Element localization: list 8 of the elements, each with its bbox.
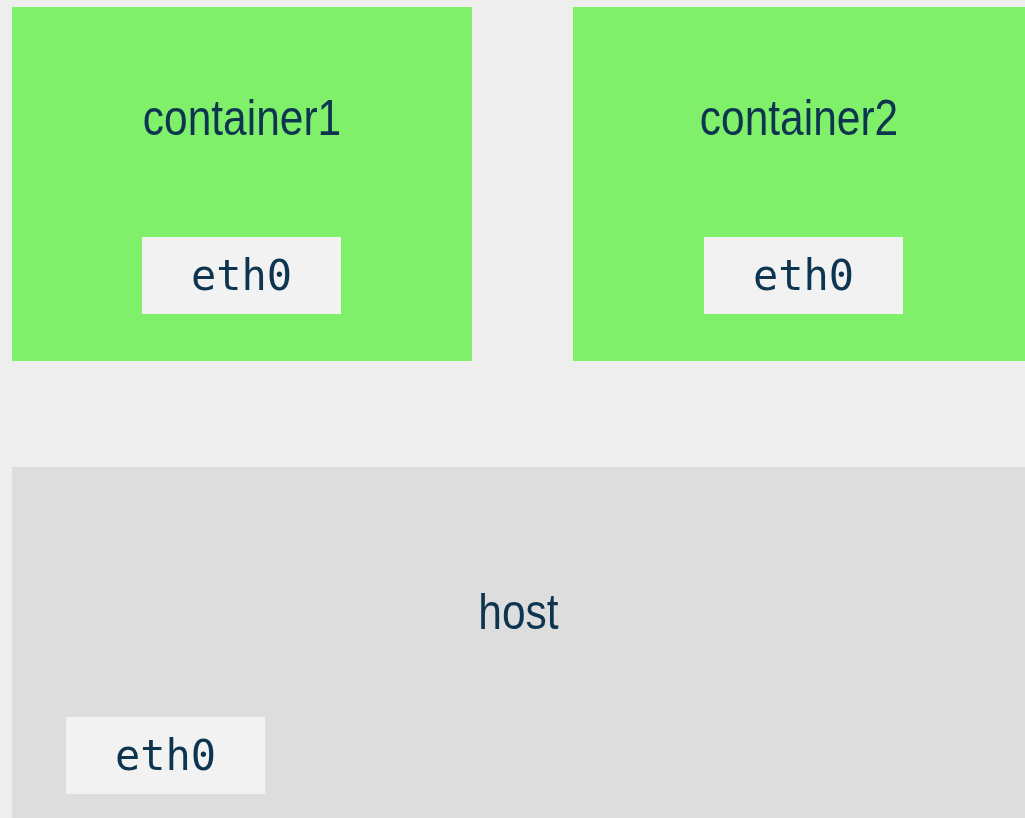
- container-label: container1: [141, 89, 343, 147]
- container-box: [573, 7, 1025, 361]
- interface-tag: eth0: [66, 717, 265, 794]
- interface-tag: eth0: [142, 237, 341, 314]
- interface-tag: eth0: [704, 237, 903, 314]
- container-box: [12, 7, 472, 361]
- container-label: container2: [698, 89, 900, 147]
- host-label: host: [477, 583, 560, 641]
